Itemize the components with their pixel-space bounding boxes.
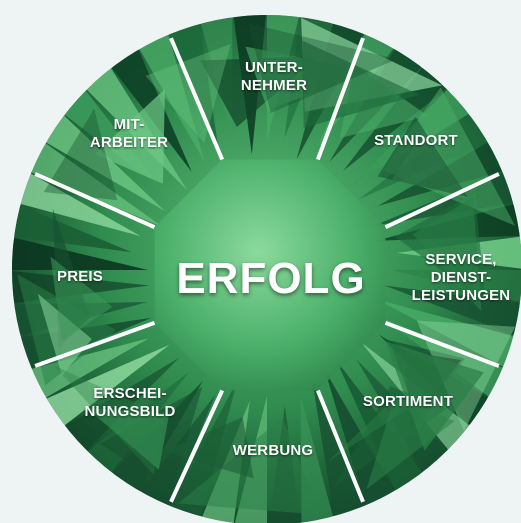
segment-divider xyxy=(384,172,500,229)
segment-label-erscheinungsbild: ERSCHEI- NUNGSBILD xyxy=(84,385,176,420)
gem-facets xyxy=(12,15,521,523)
segment-divider xyxy=(315,37,365,161)
gem-facet xyxy=(22,137,163,227)
gem-facet xyxy=(412,196,482,312)
gem-facet xyxy=(94,88,165,184)
gem-facet xyxy=(366,396,455,490)
gem-facet xyxy=(86,408,170,470)
gem-facet xyxy=(163,417,254,479)
gem-facet xyxy=(37,108,165,212)
segment-label-sortiment: SORTIMENT xyxy=(362,393,454,410)
segment-divider xyxy=(315,389,365,503)
segment-label-mitarbeiter: MIT- ARBEITER xyxy=(89,116,169,151)
gem-facet xyxy=(377,116,468,198)
gem-facet xyxy=(56,357,180,458)
gem-facet xyxy=(12,168,141,237)
segment-divider xyxy=(169,389,224,503)
gem-facet xyxy=(53,365,165,475)
segment-divider xyxy=(384,320,500,368)
gem-facet xyxy=(382,87,516,226)
center-title: ERFOLG xyxy=(176,254,366,303)
center-octagon xyxy=(154,159,386,391)
segment-divider xyxy=(34,172,156,229)
gem-facet xyxy=(43,108,118,201)
segment-label-werbung: WERBUNG xyxy=(232,442,314,459)
gem-facet xyxy=(12,235,148,270)
gem-facet xyxy=(377,299,521,372)
segment-label-service: SERVICE, DIENST- LEISTUNGEN xyxy=(411,251,511,304)
gem-facet xyxy=(145,43,231,143)
segment-label-standort: STANDORT xyxy=(374,132,458,149)
gem-facet xyxy=(248,23,397,114)
gem-facet xyxy=(302,40,420,129)
gem-facet xyxy=(385,341,484,451)
gem-facet xyxy=(384,285,521,339)
gem-facet xyxy=(134,25,206,163)
gem-facet xyxy=(50,256,113,342)
segment-divider xyxy=(34,320,156,368)
segment-divider xyxy=(169,37,225,161)
segment-dividers xyxy=(34,37,500,503)
gem-facet xyxy=(12,201,132,253)
segment-label-preis: PREIS xyxy=(56,268,104,285)
gem-facet xyxy=(37,344,170,432)
segment-label-unternehmer: UNTER- NEHMER xyxy=(240,59,308,94)
gem-facet xyxy=(22,338,149,403)
